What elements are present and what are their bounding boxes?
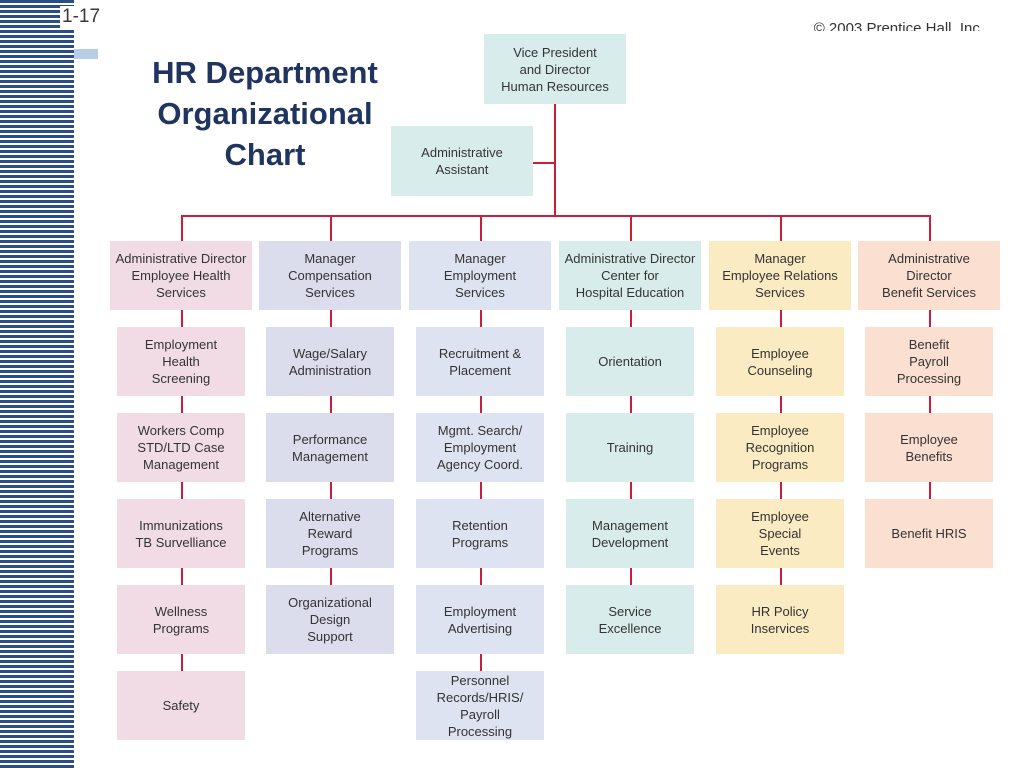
connector-column-3 [480, 310, 482, 671]
function-box: Employee Benefits [865, 413, 993, 482]
function-box: Benefit HRIS [865, 499, 993, 568]
connector-head-3 [480, 215, 482, 241]
slide-number: 1-17 [60, 6, 103, 28]
assistant-box: Administrative Assistant [391, 126, 533, 196]
function-box: Wage/Salary Administration [266, 327, 394, 396]
function-box: Employee Counseling [716, 327, 844, 396]
connector-bus [181, 215, 931, 217]
connector-head-4 [630, 215, 632, 241]
department-head-box: Administrative Director Employee Health … [110, 241, 252, 310]
function-box: Personnel Records/HRIS/ Payroll Processi… [416, 671, 544, 740]
function-box: Benefit Payroll Processing [865, 327, 993, 396]
vp-box: Vice President and Director Human Resour… [484, 34, 626, 104]
stripe-accent-mark [74, 49, 98, 59]
department-head-box: Administrative Director Benefit Services [858, 241, 1000, 310]
function-box: HR Policy Inservices [716, 585, 844, 654]
department-head-box: Manager Employment Services [409, 241, 551, 310]
left-stripe-decoration [0, 0, 74, 768]
function-box: Recruitment & Placement [416, 327, 544, 396]
function-box: Orientation [566, 327, 694, 396]
connector-head-6 [929, 215, 931, 241]
department-head-box: Administrative Director Center for Hospi… [559, 241, 701, 310]
function-box: Mgmt. Search/ Employment Agency Coord. [416, 413, 544, 482]
connector-head-2 [330, 215, 332, 241]
function-box: Performance Management [266, 413, 394, 482]
function-box: Immunizations TB Survelliance [117, 499, 245, 568]
function-box: Employment Health Screening [117, 327, 245, 396]
function-box: Service Excellence [566, 585, 694, 654]
function-box: Retention Programs [416, 499, 544, 568]
connector-assistant [532, 162, 556, 164]
function-box: Organizational Design Support [266, 585, 394, 654]
function-box: Workers Comp STD/LTD Case Management [117, 413, 245, 482]
function-box: Safety [117, 671, 245, 740]
function-box: Employment Advertising [416, 585, 544, 654]
department-head-box: Manager Employee Relations Services [709, 241, 851, 310]
function-box: Employee Special Events [716, 499, 844, 568]
function-box: Alternative Reward Programs [266, 499, 394, 568]
function-box: Management Development [566, 499, 694, 568]
department-head-box: Manager Compensation Services [259, 241, 401, 310]
connector-vp-trunk [554, 104, 556, 215]
connector-column-6 [929, 310, 931, 499]
function-box: Employee Recognition Programs [716, 413, 844, 482]
connector-head-5 [780, 215, 782, 241]
copyright-notice: © 2003 Prentice Hall, Inc. [813, 20, 984, 31]
connector-column-1 [181, 310, 183, 671]
function-box: Wellness Programs [117, 585, 245, 654]
function-box: Training [566, 413, 694, 482]
connector-head-1 [181, 215, 183, 241]
